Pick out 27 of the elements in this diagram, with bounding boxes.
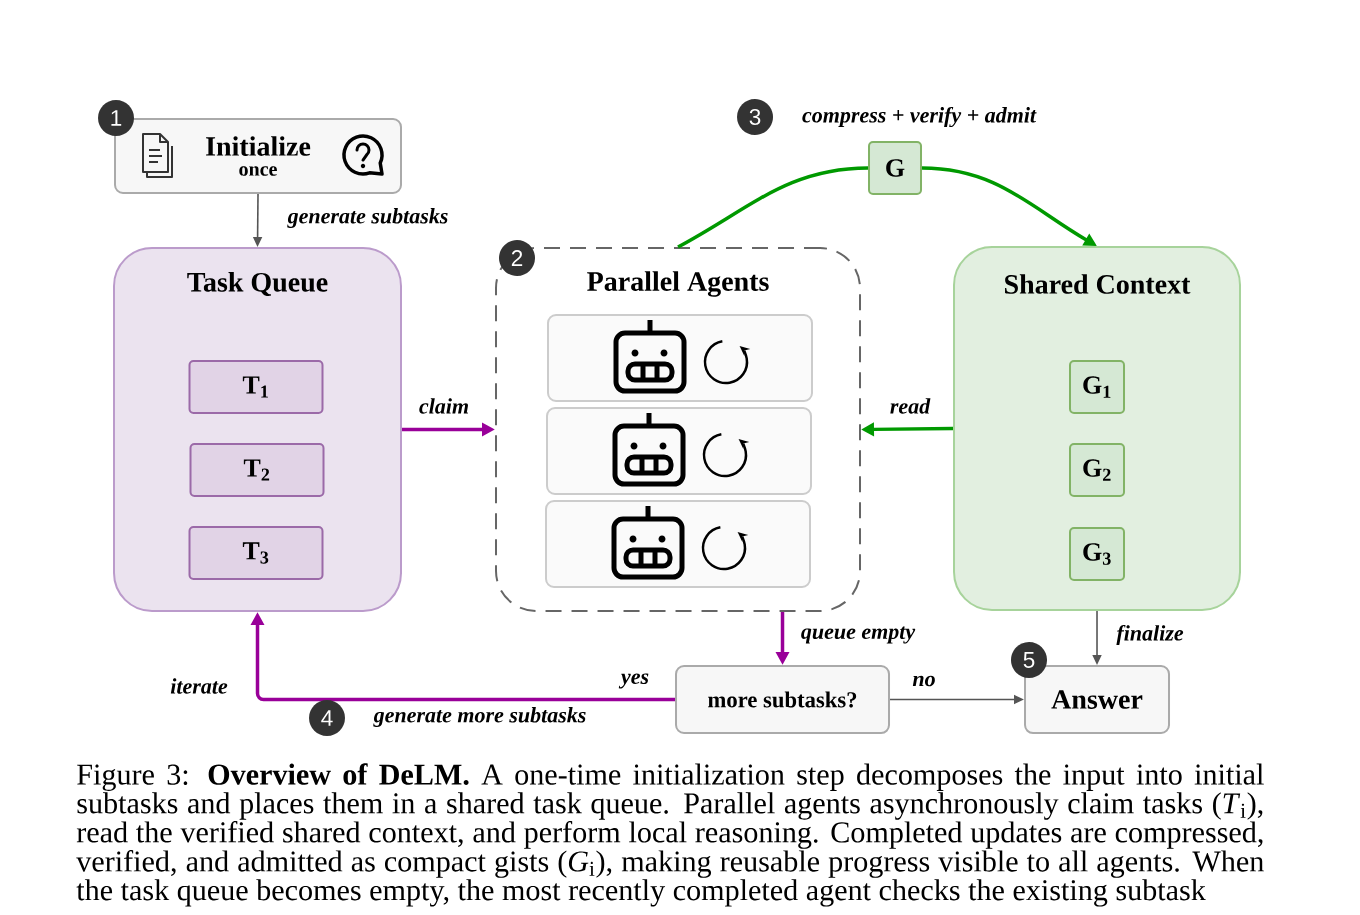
task-box: T$_{1}$ xyxy=(188,360,324,414)
gist-box: G$_{2}$ xyxy=(1069,443,1125,497)
agent-card xyxy=(547,314,813,402)
edge-label: read xyxy=(888,396,932,416)
task-box: T$_{2}$ xyxy=(189,443,325,497)
step-badge: 4 xyxy=(309,700,345,736)
edge-label: generate subtasks xyxy=(286,206,450,230)
task-box: T$_{3}$ xyxy=(188,526,324,580)
gist-box: G xyxy=(868,141,922,195)
gist-box: G$_{3}$ xyxy=(1069,527,1125,581)
edge-label: yes xyxy=(618,672,651,690)
step-badge: 3 xyxy=(737,99,773,135)
edge-label: queue empty xyxy=(799,625,917,645)
caption: Figure 3: Overview of DeLM. A one-time initialization step decomposes the input into initial subtasks and places them in a shared task queue. Parallel agents asynchronously claim tasks (T$_{i}$), read the verified shared context, and perform local reasoning. Completed updates are compressed, verified, and admitted as compact gists (G$_{i}$), making reusable progress visible to all agents. When the task queue becomes empty, the most recently completed agent checks the existing subtask xyxy=(76,763,1264,907)
note-text: generate more subtasks xyxy=(373,707,586,727)
note-text: compress + verify + admit xyxy=(802,106,1037,128)
step-badge: 5 xyxy=(1011,642,1047,678)
agent-card xyxy=(546,407,812,495)
edge-label: no xyxy=(911,674,937,688)
note-text: iterate xyxy=(170,678,228,694)
process-box: more subtasks? xyxy=(675,665,890,734)
gist-box: G$_{1}$ xyxy=(1069,360,1125,414)
edge-label: claim xyxy=(417,396,471,416)
step-badge: 2 xyxy=(499,240,535,276)
step-badge: 1 xyxy=(98,100,134,136)
edge-label: finalize xyxy=(1115,623,1185,647)
agent-card xyxy=(545,500,811,588)
